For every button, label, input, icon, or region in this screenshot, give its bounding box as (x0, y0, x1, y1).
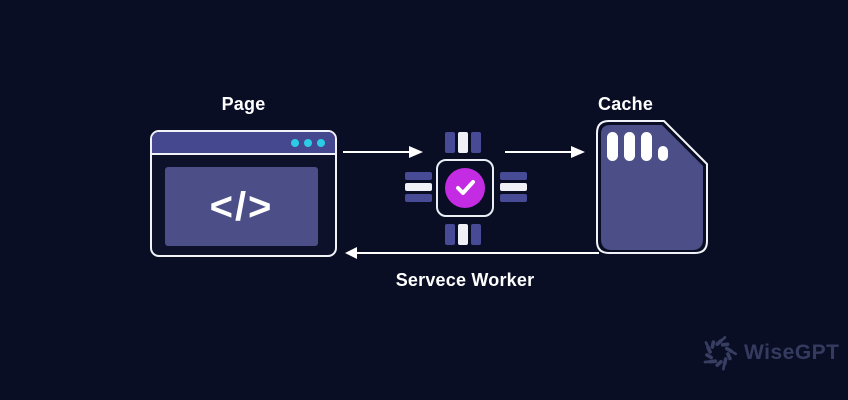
chip-pin (471, 224, 481, 245)
card-contact-pin (624, 132, 635, 161)
wisegpt-swirl-icon (703, 336, 738, 371)
check-circle (445, 168, 485, 208)
window-control-dot (304, 138, 312, 147)
chip-pin (458, 132, 468, 153)
chip-pin (405, 194, 432, 202)
wisegpt-watermark: WiseGPT (700, 334, 840, 372)
chip-pin (471, 132, 481, 153)
card-contact-pin (641, 132, 652, 161)
cache-node-label: Cache (598, 94, 654, 114)
browser-window-titlebar (152, 132, 335, 155)
chip-pin (405, 172, 432, 180)
arrow-page-to-worker (343, 146, 423, 158)
arrow-worker-to-cache (505, 146, 585, 158)
code-icon: </> (209, 184, 274, 229)
browser-window-icon: </> (150, 130, 337, 257)
chip-pin (405, 183, 432, 191)
chip-pin (500, 194, 527, 202)
card-contact-pin (607, 132, 618, 161)
chip-pin (458, 224, 468, 245)
chip-check-icon (405, 127, 527, 249)
window-control-dot (317, 138, 325, 147)
arrow-right-icon (409, 146, 423, 158)
browser-window-body: </> (152, 155, 335, 255)
arrow-cache-to-page (345, 247, 599, 259)
code-panel: </> (165, 167, 318, 246)
chip-pin (445, 132, 455, 153)
wisegpt-brand-text: WiseGPT (744, 341, 840, 364)
memory-card-icon (596, 120, 708, 254)
card-contact-pin (658, 146, 668, 161)
arrow-left-icon (345, 247, 357, 259)
chip-pin (445, 224, 455, 245)
arrow-right-icon (571, 146, 585, 158)
window-control-dot (291, 138, 299, 147)
chip-pin (500, 183, 527, 191)
page-node-label: Page (221, 94, 266, 114)
chip-body (436, 159, 494, 217)
chip-pin (500, 172, 527, 180)
checkmark-icon (456, 180, 475, 195)
service-worker-label: Servece Worker (395, 270, 535, 290)
